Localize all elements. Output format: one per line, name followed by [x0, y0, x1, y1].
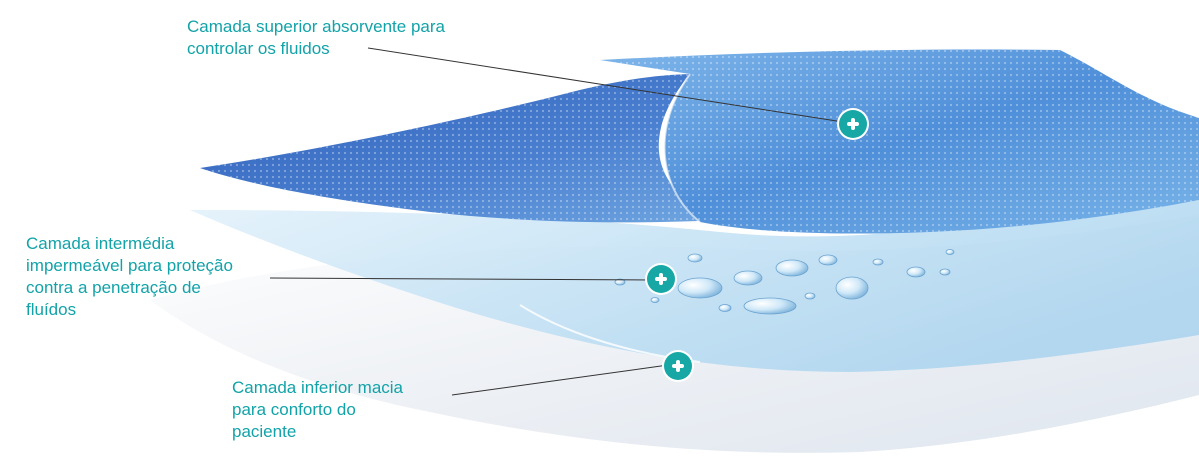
top-layer-callout: Camada superior absorvente para controla…: [187, 16, 445, 60]
middle-leader-line: [269, 277, 651, 281]
callout-line: controlar os fluidos: [187, 39, 330, 58]
callout-line: impermeável para proteção: [26, 256, 233, 275]
middle-layer: [190, 170, 1199, 372]
bottom-layer-callout: Camada inferior macia para conforto do p…: [232, 377, 403, 443]
callout-line: contra a penetração de: [26, 278, 201, 297]
callout-line: Camada intermédia: [26, 234, 175, 253]
bottom-leader-line: [451, 364, 669, 396]
plus-marker-icon: [664, 352, 692, 380]
plus-marker-icon: [647, 265, 675, 293]
water-droplets: [614, 249, 955, 315]
plus-marker-icon: [839, 110, 867, 138]
middle-layer-callout: Camada intermédia impermeável para prote…: [26, 233, 233, 321]
callout-line: Camada inferior macia: [232, 378, 404, 397]
callout-line: paciente: [232, 422, 297, 441]
top-leader-line: [367, 47, 844, 123]
callout-line: Camada superior absorvente para: [187, 17, 445, 36]
callout-line: fluídos: [26, 300, 77, 319]
callout-line: para conforto do: [232, 400, 356, 419]
